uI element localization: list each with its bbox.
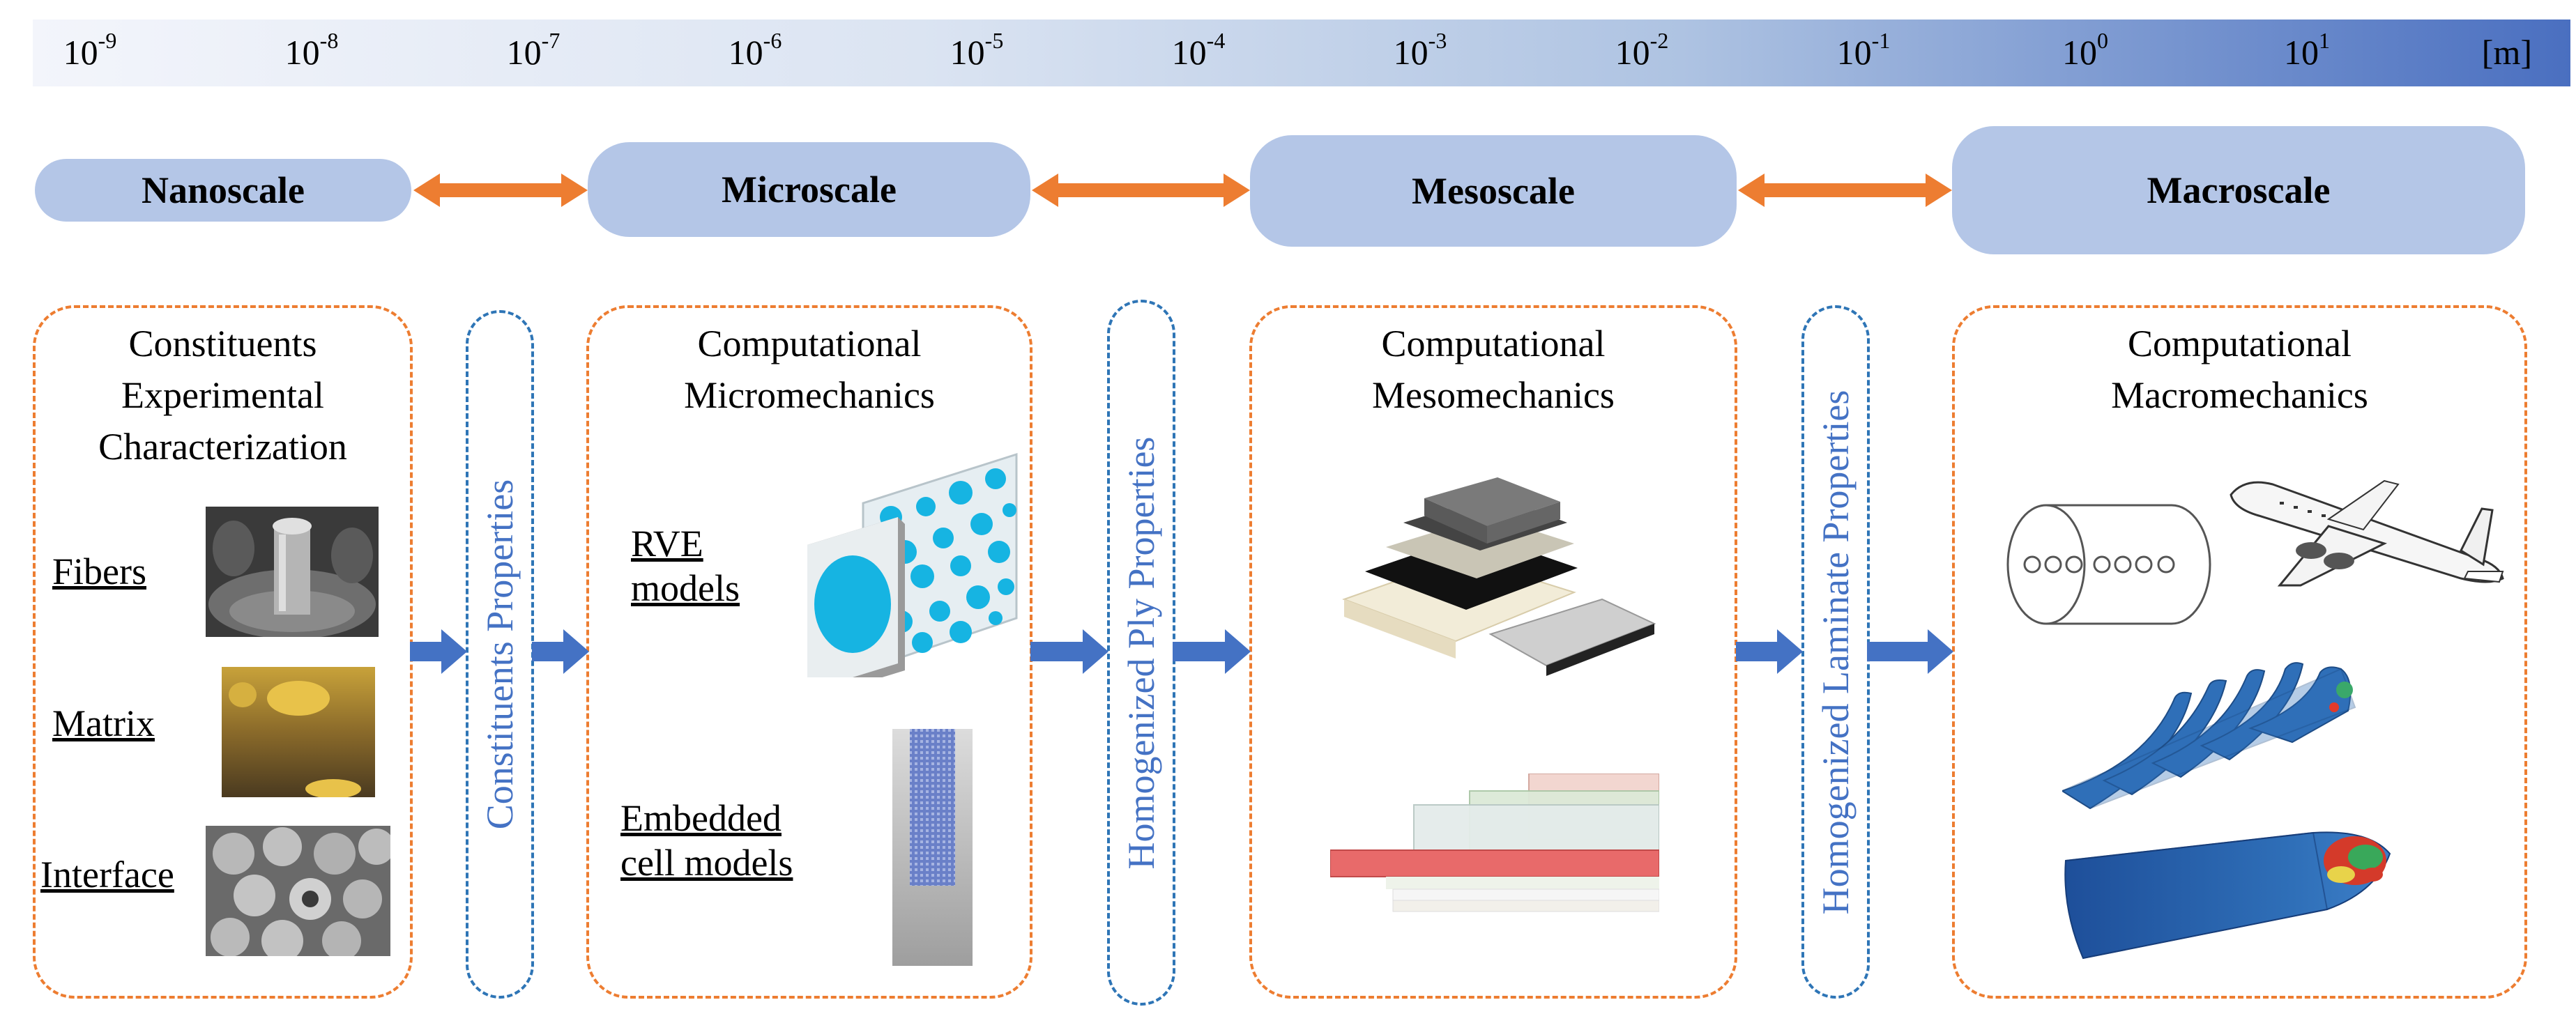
flow-arrow-2 <box>532 629 589 674</box>
laminate-stack-image <box>1330 774 1659 912</box>
embedded-cell-image <box>892 729 973 966</box>
meso-panel-title: Computational Mesomechanics <box>1372 323 1615 416</box>
rve-cells-image <box>807 452 1018 677</box>
nanoscale-panel: Constituents Experimental Characterizati… <box>33 305 413 999</box>
tick-1e-6: 10-6 <box>728 28 782 72</box>
tick-1e-2: 10-2 <box>1615 28 1669 72</box>
macroscale-panel: Computational Macromechanics <box>1952 305 2527 999</box>
rve-models-label: RVE models <box>631 523 740 609</box>
matrix-label: Matrix <box>52 702 155 744</box>
flow-arrow-1 <box>410 629 467 674</box>
micro-panel-title: Computational Micromechanics <box>684 323 935 416</box>
microscale-panel: Computational Micromechanics <box>586 305 1032 999</box>
mesoscale-pill: Mesoscale <box>1250 135 1737 247</box>
ply-properties-label: Homogenized Ply Properties <box>1120 436 1162 869</box>
sem-fiber-image <box>206 507 379 637</box>
macro-panel-title: Computational Macromechanics <box>2111 323 2368 416</box>
double-arrow-micro-meso <box>1032 174 1250 207</box>
tick-1e-1: 10-1 <box>1836 28 1891 72</box>
flow-arrow-3 <box>1030 629 1108 674</box>
embedded-cell-models-label: Embedded cell models <box>620 797 793 884</box>
length-scale-bar: 10-9 10-8 10-7 10-6 10-5 10-4 10-3 10-2 … <box>33 20 2570 86</box>
double-arrow-meso-macro <box>1738 174 1952 207</box>
microscale-pill: Microscale <box>588 142 1030 237</box>
airplane-icon <box>2230 479 2504 587</box>
fibers-label: Fibers <box>52 551 146 592</box>
tick-1e-9: 10-9 <box>63 28 117 72</box>
laminate-properties-capsule: Homogenized Laminate Properties <box>1801 305 1870 999</box>
wing-box-fem-image <box>2064 831 2391 960</box>
tick-1e-5: 10-5 <box>950 28 1004 72</box>
double-arrow-nano-micro <box>413 174 588 207</box>
cylinder-sketch-icon <box>2006 504 2211 625</box>
tick-1e-4: 10-4 <box>1171 28 1226 72</box>
constituents-properties-label: Constituents Properties <box>479 479 521 830</box>
tick-1e0: 100 <box>2062 28 2108 72</box>
macroscale-pill: Macroscale <box>1952 126 2525 254</box>
flow-arrow-4 <box>1173 629 1251 674</box>
sem-interface-image <box>206 826 390 956</box>
constituents-properties-capsule: Constituents Properties <box>466 310 534 999</box>
tick-1e-8: 10-8 <box>284 28 339 72</box>
nanoscale-pill: Nanoscale <box>35 159 411 222</box>
tick-1e-3: 10-3 <box>1393 28 1447 72</box>
interface-label: Interface <box>40 854 174 895</box>
flow-arrow-5 <box>1736 629 1803 674</box>
wing-ribs-fem-image <box>2062 662 2356 810</box>
laminate-properties-label: Homogenized Laminate Properties <box>1815 390 1857 914</box>
afm-matrix-image <box>222 667 375 797</box>
nano-panel-title: Constituents Experimental Characterizati… <box>98 323 347 468</box>
tick-1e-7: 10-7 <box>506 28 561 72</box>
ply-properties-capsule: Homogenized Ply Properties <box>1107 300 1175 1006</box>
tick-1e1: 101 <box>2284 28 2330 72</box>
flow-arrow-6 <box>1867 629 1953 674</box>
woven-layers-image <box>1342 477 1656 676</box>
unit-label: [m] <box>2481 33 2532 72</box>
